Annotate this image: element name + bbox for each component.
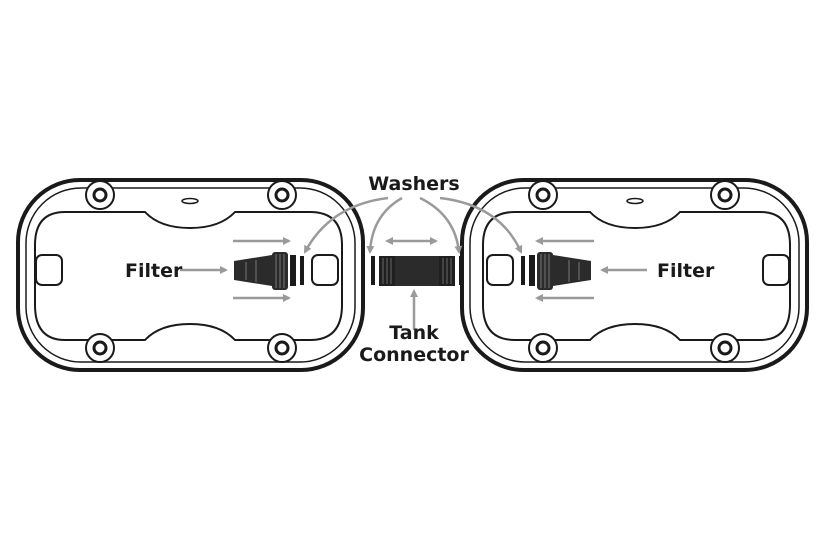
filter-left-label: Filter	[125, 260, 183, 282]
arrows	[180, 196, 647, 330]
tank-connector-label-line1: Tank	[389, 322, 439, 344]
filter-right-label: Filter	[657, 260, 715, 282]
filter-right-cartridge	[529, 252, 591, 290]
washers-label: Washers	[368, 173, 460, 195]
washer-right	[521, 256, 525, 285]
tank-right	[460, 178, 809, 372]
tank-connector-part	[371, 256, 463, 286]
washer-left	[300, 256, 304, 285]
tank-connector-label-line2: Connector	[359, 344, 469, 366]
filter-left-cartridge	[234, 252, 296, 290]
tank-left	[16, 178, 365, 372]
